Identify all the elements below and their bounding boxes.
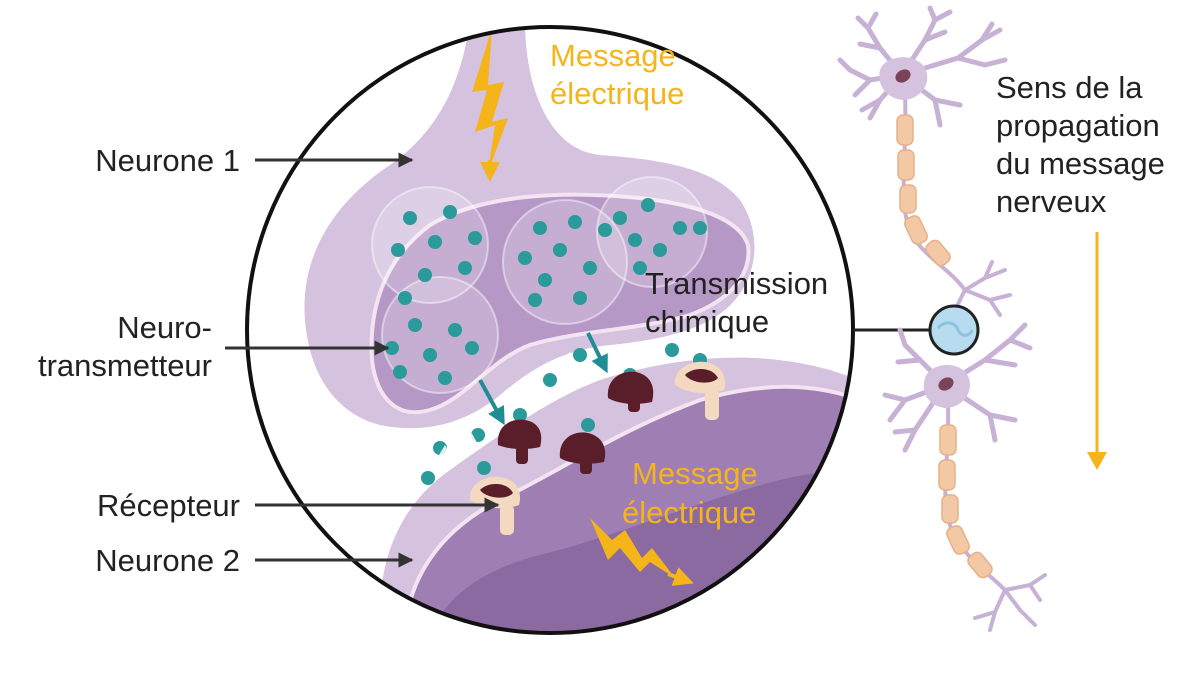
label-transmission-line1: Transmission: [645, 266, 828, 301]
lightning-bolt-icon: [472, 28, 508, 172]
receptor-free: [674, 361, 726, 420]
neuron-soma-upper: [879, 57, 928, 100]
label-transmission-line2: chimique: [645, 304, 769, 339]
label-recepteur: Récepteur: [97, 488, 240, 523]
vesicle: [596, 176, 708, 288]
label-message-electrique-bottom-line1: Message: [632, 456, 758, 491]
label-neurotransmetteur-line2: transmetteur: [38, 348, 212, 383]
neuron-soma-lower: [923, 364, 970, 408]
receptor-bound: [497, 419, 542, 464]
receptor-bound: [607, 371, 654, 412]
label-message-electrique-bottom-line2: électrique: [622, 495, 756, 530]
label-neurone-1: Neurone 1: [95, 143, 240, 178]
release-streaks: [430, 352, 574, 470]
receptor-bound: [559, 432, 606, 474]
label-neurone-2: Neurone 2: [95, 543, 240, 578]
label-sens-line2: propagation: [996, 108, 1160, 143]
label-sens-line1: Sens de la: [996, 70, 1143, 105]
synapse-zoom-bubble: [928, 304, 980, 356]
myelin-sheath: [896, 114, 993, 579]
propagation-direction-arrow: [1087, 232, 1107, 470]
lightning-bolt-icon: [590, 518, 675, 578]
release-arrow: [586, 332, 608, 374]
neurotransmitter-dots: [385, 198, 707, 385]
receptor-free: [469, 476, 521, 535]
vesicle: [381, 276, 499, 394]
label-sens-line4: nerveux: [996, 184, 1107, 219]
label-message-electrique-top-line1: Message: [550, 38, 676, 73]
label-sens-line3: du message: [996, 146, 1165, 181]
label-message-electrique-top-line2: électrique: [550, 76, 684, 111]
lightning-arrow: [667, 567, 694, 586]
label-neurotransmetteur-line1: Neuro-: [117, 310, 212, 345]
release-arrow: [478, 379, 505, 426]
